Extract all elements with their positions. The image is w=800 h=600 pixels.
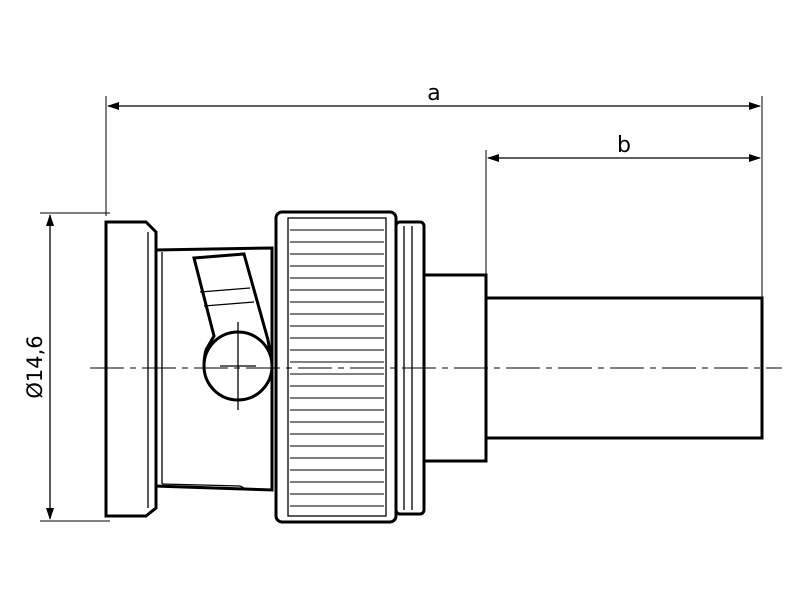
slot-line-1 [199,287,251,293]
knurl-lines [290,229,384,507]
bnc-connector [104,210,764,524]
dimension-a-label: a [427,81,440,106]
bayonet-lower-step-2 [239,485,249,491]
slot-line-2 [203,301,255,307]
bayonet-lower-step [161,483,241,487]
coupling-nut [274,210,398,524]
dimension-lines [40,96,763,522]
knurl-band [287,217,387,517]
dimension-diameter-label: Ø14,6 [23,335,47,398]
front-flange [104,220,158,518]
dimension-b-label: b [617,133,631,158]
